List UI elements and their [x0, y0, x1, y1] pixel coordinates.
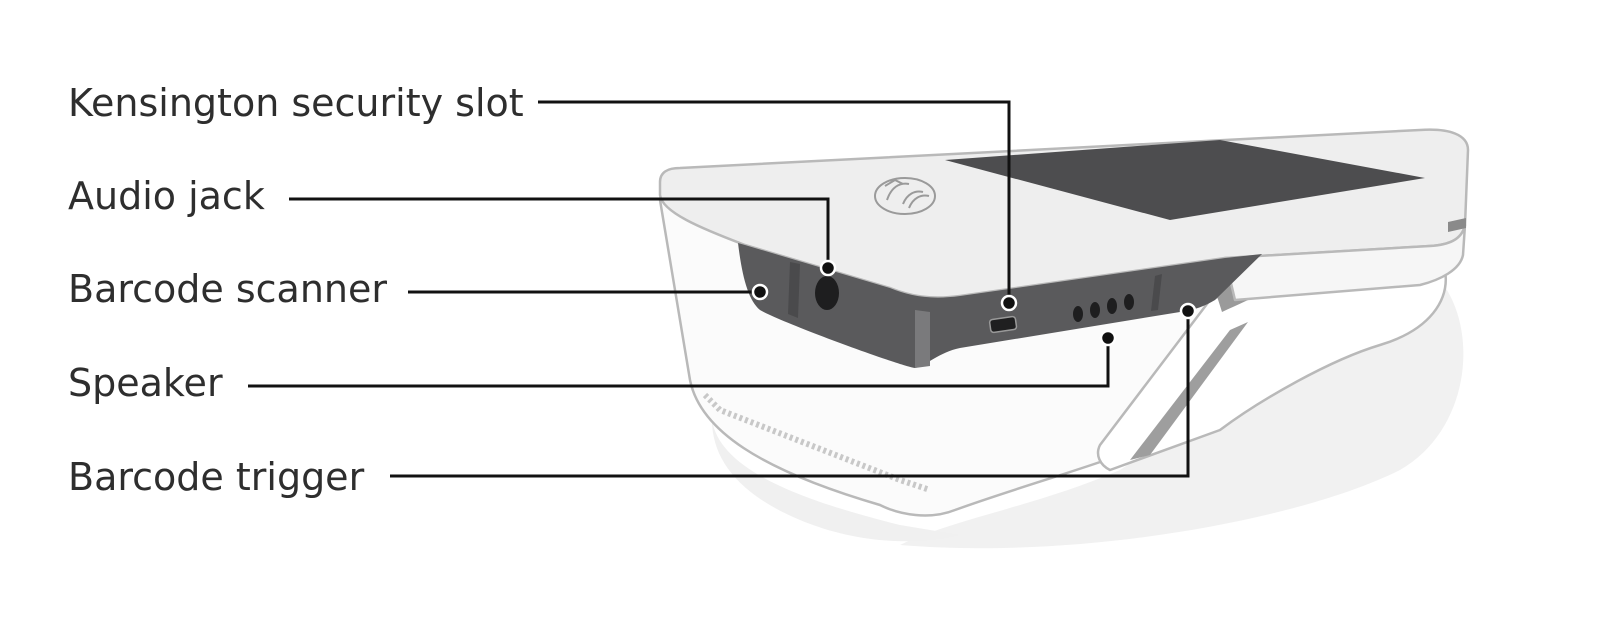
receipt-edge: [702, 392, 931, 493]
port-panel-highlight: [915, 310, 930, 368]
pointer-barcode-trigger: [1179, 302, 1197, 320]
kensington-slot-port: [988, 315, 1018, 334]
leader-barcode-trigger: [390, 311, 1190, 478]
base-shadow: [712, 420, 960, 542]
device-screen: [945, 140, 1425, 220]
label-audio-jack: Audio jack: [68, 174, 265, 218]
panel-divider-right: [1151, 274, 1162, 311]
panel-divider-left: [788, 262, 800, 318]
pointer-barcode-scanner: [751, 283, 769, 301]
pointer-kensington: [1000, 294, 1018, 312]
callout-barcode-scanner: Barcode scanner: [68, 267, 769, 311]
callout-speaker: Speaker: [68, 329, 1117, 405]
label-barcode-scanner: Barcode scanner: [68, 267, 387, 311]
leader-audio-jack: [289, 197, 830, 268]
payment-terminal-illustration: [658, 128, 1470, 549]
label-kensington-security-slot: Kensington security slot: [68, 81, 524, 125]
audio-jack-port: [815, 276, 839, 310]
side-button: [1448, 218, 1466, 232]
leader-kensington: [538, 100, 1011, 303]
contactless-payment-icon: [874, 177, 936, 215]
callout-audio-jack: Audio jack: [68, 174, 837, 277]
speaker-grille: [1073, 294, 1134, 322]
callout-kensington: Kensington security slot: [68, 81, 1018, 312]
device-right-side: [1223, 223, 1467, 302]
label-speaker: Speaker: [68, 361, 223, 405]
port-panel: [738, 243, 1262, 368]
label-barcode-trigger: Barcode trigger: [68, 455, 365, 499]
pointer-audio-jack: [819, 259, 837, 277]
leader-speaker: [248, 338, 1110, 388]
callout-barcode-trigger: Barcode trigger: [68, 302, 1197, 499]
callouts: Kensington security slot Audio jack Barc…: [68, 81, 1197, 499]
pointer-speaker: [1099, 329, 1117, 347]
